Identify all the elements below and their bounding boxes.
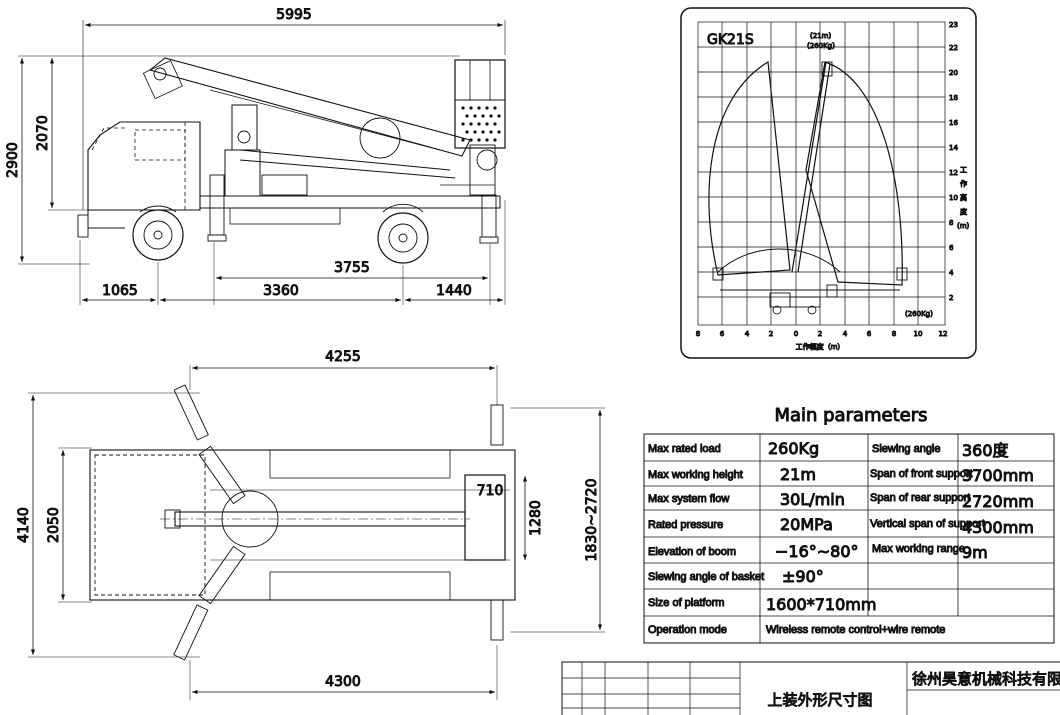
dim-platform-length: 1280 [528,500,544,536]
y-tick: 16 [949,119,958,127]
param-label: Operation mode [648,624,727,636]
svg-text:高: 高 [960,193,967,202]
param-value: −16°~80° [775,542,859,561]
x-tick: 2 [769,330,773,338]
param-label: Slewing angle of basket [648,571,764,583]
x-tick: 8 [696,330,700,338]
working-range-diagram: GK21S (21m) (260Kg) (260Kg) 8 6 4 2 0 2 … [680,7,977,359]
param-value: 2720mm [962,492,1034,511]
dim-boom-height: 2070 [35,115,51,151]
param-label: Elevation of boom [648,546,736,558]
y-tick: 23 [949,21,958,29]
param-value: 9m [962,543,988,562]
y-axis-ticks: 2 4 6 8 10 12 14 16 18 20 22 23 [949,21,959,303]
dim-total-height: 2900 [5,142,21,178]
parameters-table: Main parameters Max rated load 260Kg Sle… [643,405,1055,644]
svg-text:度: 度 [960,207,967,216]
range-grid [697,21,946,326]
top-note-height: (21m) [810,32,831,40]
top-view: 4255 4140 2050 710 1280 1830~2720 [16,349,605,700]
front-wheel [132,205,184,261]
basket [454,59,506,171]
x-tick: 6 [720,330,725,338]
param-label: Max working range [872,543,965,555]
dim-outrigger-span: 3755 [334,260,370,276]
param-label: Max rated load [648,443,721,455]
param-label: Rated pressure [648,519,723,531]
param-value: 3700mm [962,466,1034,485]
y-tick: 12 [949,169,958,177]
param-label: Span of front support [870,468,973,480]
param-label: Max working height [648,469,743,481]
x-axis-ticks: 8 6 4 2 0 2 4 6 8 10 12 [695,330,948,339]
dim-total-width: 4140 [16,507,32,543]
y-tick: 18 [949,94,958,102]
side-view: 5995 2900 2070 [5,7,506,305]
y-axis-label: 工 作 高 度 (m) [957,166,971,231]
x-tick: 4 [745,330,750,338]
x-tick: 0 [794,330,798,338]
x-axis-label: 工作幅度（m） [796,342,845,351]
rear-wheel [377,203,429,264]
dim-rear-span: 4300 [325,674,361,690]
svg-text:作: 作 [960,179,967,188]
company-name: 徐州昊意机械科技有限公司 [912,670,1060,688]
param-value: ±90° [782,567,824,586]
param-value: 1600*710mm [766,595,876,614]
y-tick: 10 [949,194,958,202]
param-value: 21m [780,465,816,484]
param-label: Max system flow [648,493,729,505]
drawing-name: 上装外形尺寸图 [767,691,872,709]
x-tick: 8 [892,330,896,338]
x-tick: 2 [818,330,822,338]
svg-text:(m): (m) [957,222,970,230]
param-label: Span of rear support [870,492,970,504]
x-tick: 6 [867,330,872,338]
param-value: 360度 [962,441,1009,460]
dim-overall-length: 5995 [276,7,312,23]
title-block: 上装外形尺寸图 徐州昊意机械科技有限公司 [561,661,1060,715]
x-tick: 12 [939,330,948,338]
model-name: GK21S [707,32,754,48]
svg-text:工: 工 [960,166,967,174]
dim-outrigger-width: 1830~2720 [584,479,600,562]
param-value: 30L/min [780,490,845,509]
dim-rear-overhang: 1440 [436,283,472,299]
y-tick: 4 [949,269,954,277]
param-value: 260Kg [768,439,819,458]
top-note-load: (260Kg) [807,42,835,50]
param-label: Vertical span of support [870,518,985,530]
param-value: 20MPa [780,515,833,534]
y-tick: 6 [949,244,954,252]
param-value: Wireless remote control+wire remote [766,624,945,636]
dim-wheelbase: 3360 [263,283,299,299]
param-value: 4300mm [962,518,1034,537]
x-tick: 10 [914,330,923,338]
dim-front-span: 4255 [325,349,361,365]
dim-platform-width: 710 [477,483,504,499]
bottom-note-load: (260Kg) [905,310,933,318]
y-tick: 2 [949,294,953,302]
dim-front-overhang: 1065 [102,283,138,299]
y-tick: 14 [949,144,958,152]
parameters-title: Main parameters [774,405,927,426]
y-tick: 22 [949,44,958,52]
param-label: Size of platform [648,597,724,609]
param-label: Slewing angle [872,443,941,455]
dim-body-width: 2050 [46,507,62,543]
y-tick: 20 [949,69,958,77]
y-tick: 8 [949,219,953,227]
x-tick: 4 [843,330,848,338]
